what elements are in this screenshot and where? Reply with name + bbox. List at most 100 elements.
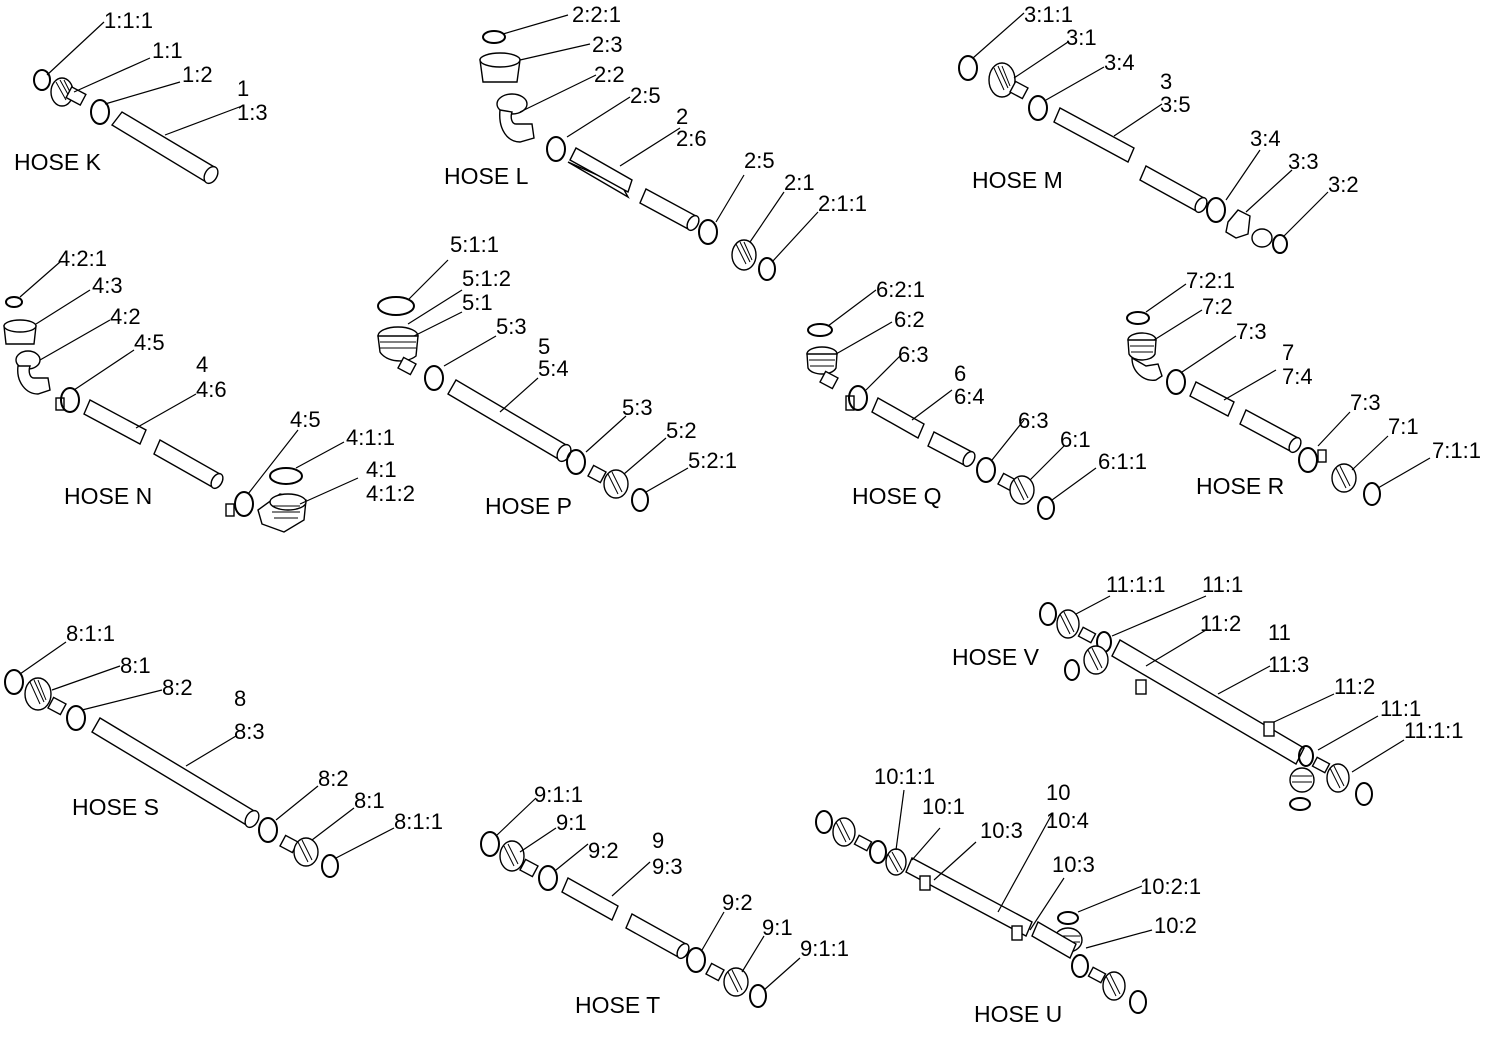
- callout-label: 3:4: [1250, 126, 1281, 151]
- callout-label: 4:1: [366, 457, 397, 482]
- callout-label: 7:4: [1282, 364, 1313, 389]
- callout-label: 10: [1046, 780, 1070, 805]
- callout-label: 4:5: [134, 330, 165, 355]
- callout-label: 10:2: [1154, 913, 1197, 938]
- hose-p-group: 5:1:1 5:1:2 5:1 5:3 5 5:4 5:3 5:2 5:2:1 …: [377, 232, 737, 519]
- callout-label: 9:1:1: [800, 936, 849, 961]
- hose-title: HOSE L: [444, 163, 529, 189]
- callout-label: 6:1: [1060, 427, 1091, 452]
- hose-q-group: 6:2:1 6:2 6:3 6 6:4 6:3 6:1 6:1:1 HOSE Q: [806, 277, 1147, 520]
- callout-label: 1:1:1: [104, 8, 153, 33]
- hose-u-group: 10:1:1 10:1 10:3 10 10:4 10:3 10:2:1 10:…: [815, 764, 1201, 1027]
- callout-label: 1: [237, 76, 249, 101]
- callout-label: 6:2:1: [876, 277, 925, 302]
- callout-label: 8:1:1: [394, 809, 443, 834]
- callout-label: 3:1:1: [1024, 2, 1073, 27]
- callout-label: 7:3: [1350, 390, 1381, 415]
- callout-label: 5:1: [462, 290, 493, 315]
- callout-label: 3:2: [1328, 172, 1359, 197]
- callout-label: 5:3: [496, 314, 527, 339]
- callout-label: 9: [652, 828, 664, 853]
- callout-label: 10:1: [922, 794, 965, 819]
- callout-label: 9:2: [588, 838, 619, 863]
- callout-label: 2:5: [744, 148, 775, 173]
- hose-n-group: 4:2:1 4:3 4:2 4:5 4 4:6 4:5 4:1:1 4:1 4:…: [3, 246, 415, 533]
- callout-label: 5:3: [622, 395, 653, 420]
- hose-title: HOSE Q: [852, 483, 941, 509]
- hose-k-group: 1:1:1 1:1 1:2 1 1:3 HOSE K: [14, 8, 268, 185]
- callout-label: 1:1: [152, 38, 183, 63]
- callout-label: 8:2: [318, 766, 349, 791]
- hose-title: HOSE T: [575, 992, 660, 1018]
- callout-label: 10:3: [1052, 852, 1095, 877]
- callout-label: 3: [1160, 69, 1172, 94]
- callout-label: 5:2:1: [688, 448, 737, 473]
- callout-label: 6:3: [898, 342, 929, 367]
- callout-label: 8:1: [120, 653, 151, 678]
- callout-label: 5:2: [666, 418, 697, 443]
- callout-label: 9:1: [556, 810, 587, 835]
- callout-label: 9:1:1: [534, 782, 583, 807]
- callout-label: 4: [196, 352, 208, 377]
- callout-label: 11:3: [1268, 652, 1309, 677]
- callout-label: 2: [676, 104, 688, 129]
- callout-label: 4:6: [196, 377, 227, 402]
- hose-tube: [110, 111, 218, 183]
- callout-label: 9:3: [652, 854, 683, 879]
- callout-label: 6:4: [954, 384, 985, 409]
- callout-label: 11:1:1: [1404, 718, 1464, 743]
- hose-title: HOSE R: [1196, 473, 1284, 499]
- hose-t-group: 9:1:1 9:1 9:2 9 9:3 9:2 9:1 9:1:1 HOSE T: [480, 782, 849, 1018]
- callout-label: 6: [954, 361, 966, 386]
- callout-label: 3:3: [1288, 149, 1319, 174]
- hose-m-group: 3:1:1 3:1 3:4 3 3:5 3:4 3:3 3:2 HOSE M: [958, 2, 1359, 254]
- hose-title: HOSE P: [485, 493, 572, 519]
- hose-l-group: 2:2:1 2:3 2:2 2:5 2 2:6 2:5 2:1 2:1:1 HO…: [444, 2, 867, 281]
- callout-label: 11:1: [1202, 572, 1243, 597]
- callout-label: 11:2: [1200, 611, 1241, 636]
- callout-label: 7: [1282, 340, 1294, 365]
- hose-v-group: 11:1:1 11:1 11:2 11 11:3 11:2 11:1 11:1:…: [952, 572, 1464, 811]
- callout-label: 5:1:2: [462, 266, 511, 291]
- callout-label: 6:2: [894, 307, 925, 332]
- hose-s-group: 8:1:1 8:1 8:2 8 8:3 8:2 8:1 8:1:1 HOSE S: [4, 621, 443, 878]
- callout-label: 10:4: [1046, 808, 1089, 833]
- callout-label: 2:6: [676, 126, 707, 151]
- hose-r-group: 7:2:1 7:2 7:3 7 7:4 7:3 7:1 7:1:1 HOSE R: [1126, 268, 1481, 506]
- callout-label: 5:4: [538, 356, 569, 381]
- callout-label: 10:1:1: [874, 764, 935, 789]
- callout-label: 8:2: [162, 675, 193, 700]
- callout-label: 8: [234, 686, 246, 711]
- callout-label: 7:1:1: [1432, 438, 1481, 463]
- callout-label: 4:1:1: [346, 425, 395, 450]
- callout-label: 11:2: [1334, 674, 1375, 699]
- hose-clamp: [90, 99, 110, 125]
- callout-label: 8:3: [234, 719, 265, 744]
- callout-label: 6:3: [1018, 408, 1049, 433]
- callout-label: 7:1: [1388, 414, 1419, 439]
- hose-title: HOSE S: [72, 794, 159, 820]
- callout-label: 2:3: [592, 32, 623, 57]
- hose-title: HOSE U: [974, 1001, 1062, 1027]
- callout-label: 10:3: [980, 818, 1023, 843]
- callout-label: 1:3: [237, 100, 268, 125]
- callout-label: 8:1:1: [66, 621, 115, 646]
- callout-label: 4:5: [290, 407, 321, 432]
- hose-title: HOSE V: [952, 644, 1040, 670]
- callout-label: 2:2: [594, 62, 625, 87]
- hose-title: HOSE N: [64, 483, 152, 509]
- o-ring: [33, 69, 51, 91]
- callout-label: 7:2:1: [1186, 268, 1235, 293]
- callout-label: 9:2: [722, 890, 753, 915]
- callout-label: 5: [538, 334, 550, 359]
- callout-label: 3:4: [1104, 50, 1135, 75]
- callout-label: 5:1:1: [450, 232, 499, 257]
- callout-label: 10:2:1: [1140, 874, 1201, 899]
- callout-label: 6:1:1: [1098, 449, 1147, 474]
- callout-label: 7:3: [1236, 319, 1267, 344]
- callout-label: 11: [1268, 620, 1291, 645]
- callout-label: 11:1:1: [1106, 572, 1166, 597]
- callout-label: 4:2: [110, 304, 141, 329]
- callout-label: 4:1:2: [366, 481, 415, 506]
